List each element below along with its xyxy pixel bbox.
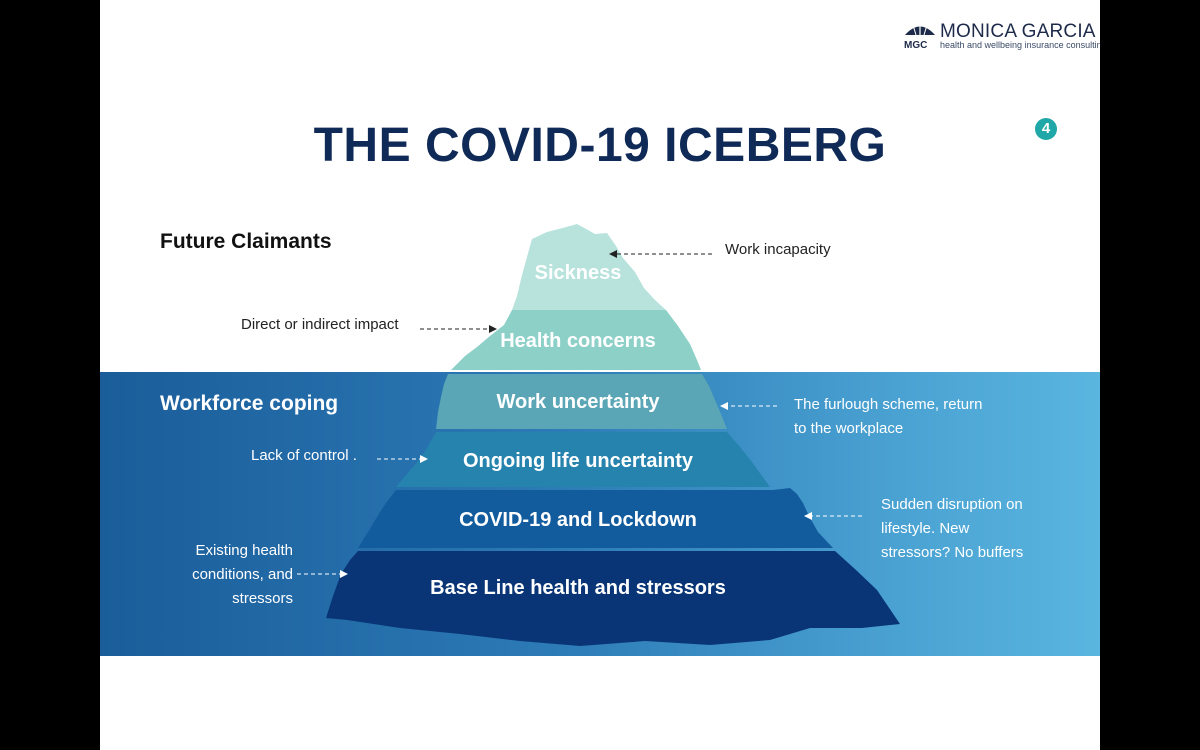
- section-label-workforce-coping: Workforce coping: [160, 392, 339, 415]
- slide-number-badge: 4: [1035, 118, 1057, 140]
- arrowhead-direct-impact: [489, 325, 497, 333]
- page-title: THE COVID-19 ICEBERG: [313, 119, 887, 172]
- brand-tagline: health and wellbeing insurance consultin…: [940, 40, 1100, 50]
- layer-label-baseline: Base Line health and stressors: [430, 577, 726, 599]
- iceberg-layer-covid-lockdown: [358, 488, 833, 548]
- iceberg-layer-ongoing-life-uncertainty: [396, 432, 770, 487]
- slide: MGC MONICA GARCIA health and wellbeing i…: [100, 0, 1100, 750]
- arrowhead-lack-of-control: [420, 455, 428, 463]
- annotation-sudden-disruption-line-2: lifestyle. New: [881, 520, 970, 537]
- arrowhead-sudden-disruption: [804, 512, 812, 520]
- arrowhead-furlough: [720, 402, 728, 410]
- layer-label-covid-lockdown: COVID-19 and Lockdown: [459, 509, 697, 531]
- layer-label-sickness: Sickness: [534, 262, 622, 284]
- annotation-existing-health-line-3: stressors: [232, 590, 293, 607]
- arrowhead-existing-health: [340, 570, 348, 578]
- annotation-work-incapacity: Work incapacity: [725, 241, 831, 258]
- iceberg-layer-health-concerns: [451, 310, 701, 370]
- annotation-furlough-line-1: The furlough scheme, return: [794, 396, 983, 413]
- brand-mark-text: MGC: [904, 40, 927, 50]
- iceberg-layer-work-uncertainty: [436, 374, 727, 429]
- annotation-direct-impact: Direct or indirect impact: [241, 316, 399, 333]
- layer-label-health-concerns: Health concerns: [500, 330, 656, 352]
- brand-name: MONICA GARCIA: [940, 21, 1096, 42]
- annotation-sudden-disruption-line-1: Sudden disruption on: [881, 496, 1023, 513]
- layer-label-ongoing-life-uncertainty: Ongoing life uncertainty: [462, 450, 693, 472]
- iceberg-layer-sickness: [512, 224, 666, 310]
- arrowhead-work-incapacity: [609, 250, 617, 258]
- annotation-furlough: The furlough scheme, return to the workp…: [794, 393, 982, 441]
- annotation-existing-health-line-2: conditions, and: [192, 566, 293, 583]
- annotation-sudden-disruption-line-3: stressors? No buffers: [881, 544, 1024, 561]
- umbrella-icon: MGC: [904, 22, 935, 50]
- annotation-sudden-disruption: Sudden disruption on lifestyle. New stre…: [881, 493, 1023, 565]
- annotation-furlough-line-2: to the workplace: [794, 420, 904, 437]
- annotation-lack-of-control: Lack of control .: [251, 447, 357, 464]
- layer-label-work-uncertainty: Work uncertainty: [496, 391, 660, 413]
- section-label-future-claimants: Future Claimants: [160, 230, 332, 253]
- iceberg-layer-baseline: [326, 551, 900, 646]
- annotation-existing-health: Existing health conditions, and stressor…: [163, 539, 293, 611]
- annotation-existing-health-line-1: Existing health: [195, 542, 293, 559]
- iceberg-diagram: [297, 224, 900, 646]
- brand-logo: MGC MONICA GARCIA health and wellbeing i…: [904, 20, 1100, 50]
